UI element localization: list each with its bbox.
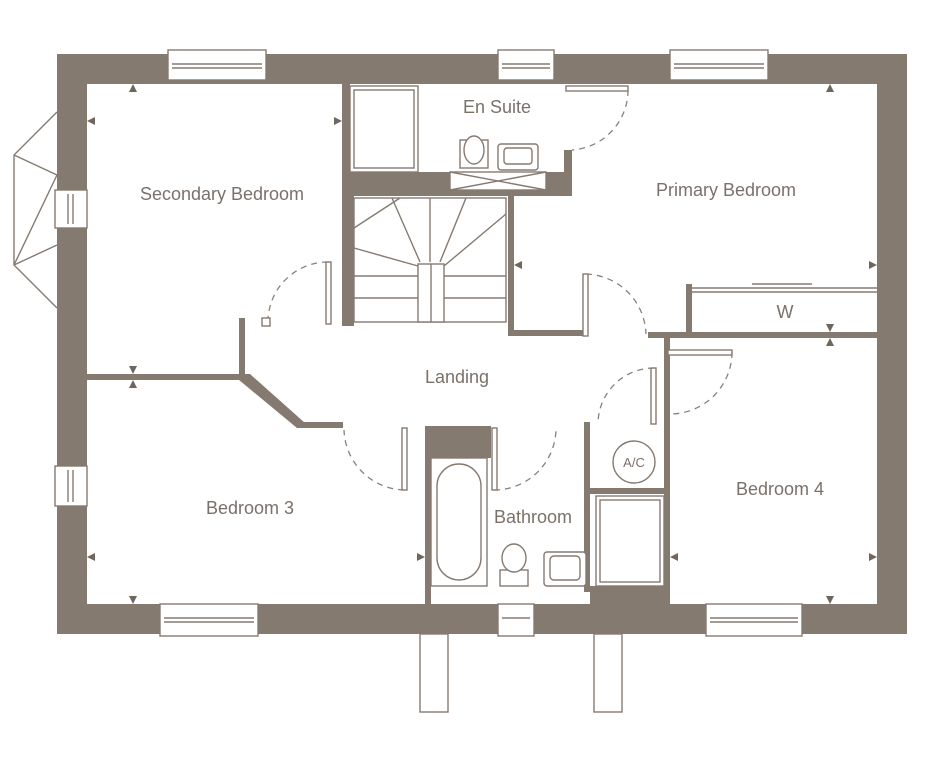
primary-bedroom-label: Primary Bedroom xyxy=(656,180,796,200)
room-labels: En Suite Secondary Bedroom Primary Bedro… xyxy=(140,97,824,527)
bathroom-label: Bathroom xyxy=(494,507,572,527)
airing-cupboard xyxy=(612,440,656,484)
wardrobe-label: W xyxy=(777,302,794,322)
secondary-bedroom-label: Secondary Bedroom xyxy=(140,184,304,204)
windows xyxy=(54,49,803,637)
doors xyxy=(261,85,877,491)
landing-label: Landing xyxy=(425,367,489,387)
en-suite-fixtures xyxy=(349,85,547,191)
staircase xyxy=(353,197,507,323)
airing-cupboard-label: A/C xyxy=(623,455,645,470)
bathroom-fixtures xyxy=(430,457,665,587)
bedroom-4-label: Bedroom 4 xyxy=(736,479,824,499)
dimension-arrows xyxy=(87,84,877,604)
porch-posts xyxy=(419,633,623,713)
bay-window xyxy=(13,111,58,309)
bedroom-3-label: Bedroom 3 xyxy=(206,498,294,518)
en-suite-label: En Suite xyxy=(463,97,531,117)
